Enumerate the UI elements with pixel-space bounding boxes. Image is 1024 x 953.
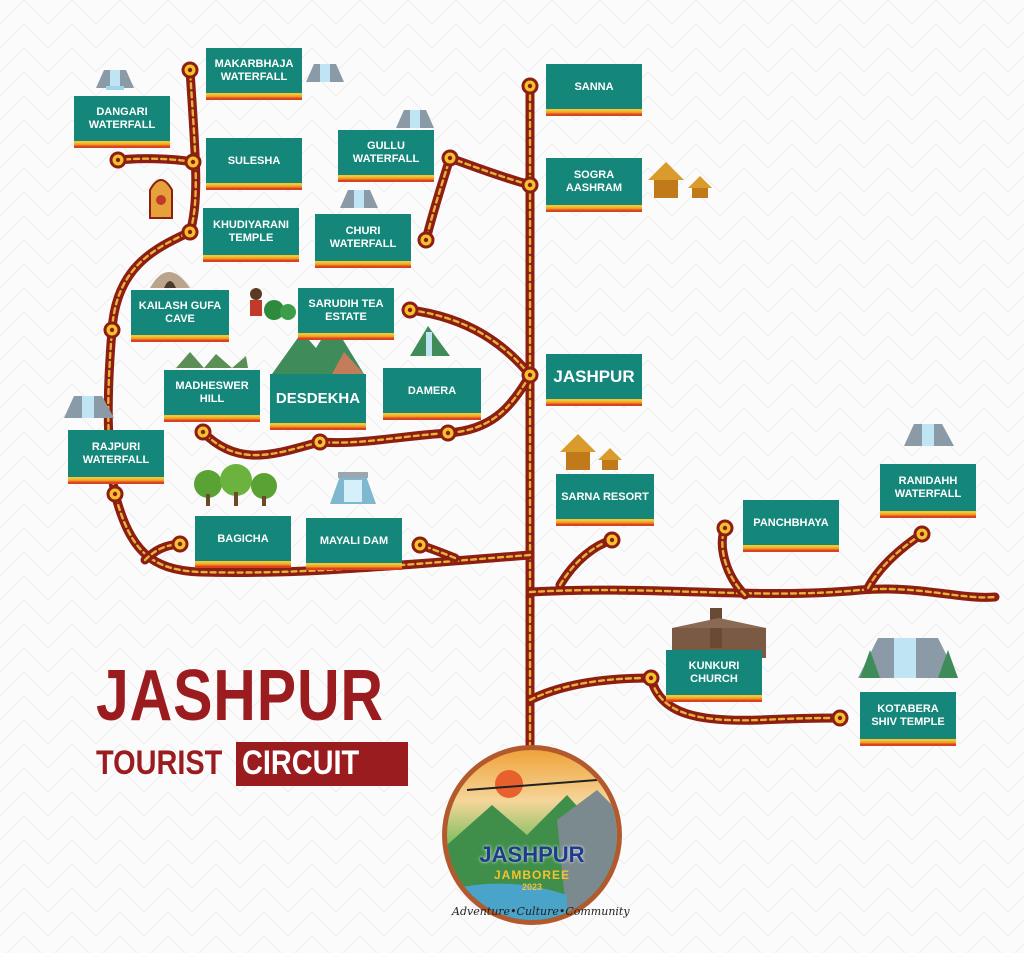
- route-nodes: [103, 61, 931, 727]
- map-title: JASHPUR: [96, 656, 384, 736]
- logo-sub: JAMBOREE: [493, 868, 570, 882]
- logo-illustration: [447, 770, 617, 920]
- node-kotabera: [831, 709, 849, 727]
- waterfall-icon: [340, 190, 378, 208]
- node-desdekha: [311, 433, 329, 451]
- label-khudiyarani-temple: KHUDIYARANI TEMPLE: [203, 208, 299, 262]
- label-desdekha: DESDEKHA: [270, 374, 366, 430]
- trees-icon: [194, 464, 277, 506]
- node-sarna: [603, 531, 621, 549]
- label-makarbhaja-waterfall: MAKARBHAJA WATERFALL: [206, 48, 302, 100]
- node-sanna: [521, 77, 539, 95]
- node-damera: [439, 424, 457, 442]
- label-sanna: SANNA: [546, 64, 642, 116]
- label-jashpur: JASHPUR: [546, 354, 642, 406]
- node-sarudih: [401, 301, 419, 319]
- label-kunkuri-church: KUNKURI CHURCH: [666, 650, 762, 702]
- hut-icon: [560, 434, 622, 470]
- node-kailash: [103, 321, 121, 339]
- map-subtitle-left: TOURIST: [96, 744, 223, 782]
- node-dangari: [109, 151, 127, 169]
- waterfall-icon: [64, 396, 114, 418]
- dam-icon: [330, 472, 376, 504]
- label-dangari-waterfall: DANGARI WATERFALL: [74, 96, 170, 148]
- map-subtitle-right: CIRCUIT: [242, 744, 360, 782]
- label-rajpuri-waterfall: RAJPURI WATERFALL: [68, 430, 164, 484]
- node-ranidahh: [913, 525, 931, 543]
- waterfall-icon: [904, 424, 954, 446]
- node-bagicha: [171, 535, 189, 553]
- label-madheswer-hill: MADHESWER HILL: [164, 370, 260, 422]
- node-jashpur: [521, 366, 539, 384]
- node-churi: [417, 231, 435, 249]
- label-churi-waterfall: CHURI WATERFALL: [315, 214, 411, 268]
- node-khudiyarani: [181, 223, 199, 241]
- node-madheswer: [194, 423, 212, 441]
- node-rajpuri: [106, 485, 124, 503]
- logo-year: 2023: [521, 882, 543, 892]
- label-sarudih-tea-estate: SARUDIH TEA ESTATE: [298, 288, 394, 340]
- node-kunkuri: [642, 669, 660, 687]
- node-mayali: [411, 536, 429, 554]
- hut-icon: [648, 162, 712, 198]
- waterfall-icon: [306, 64, 344, 82]
- node-sogra: [521, 176, 539, 194]
- label-bagicha: BAGICHA: [195, 516, 291, 568]
- label-mayali-dam: MAYALI DAM: [306, 518, 402, 570]
- node-gullu: [441, 149, 459, 167]
- temple-icon: [149, 179, 173, 219]
- tea-picker-icon: [250, 288, 296, 320]
- hills-icon: [176, 352, 248, 368]
- label-panchbhaya: PANCHBHAYA: [743, 500, 839, 552]
- logo-tagline: Adventure•Culture•Community: [452, 905, 630, 918]
- node-sulesha: [184, 153, 202, 171]
- jamboree-logo: JASHPUR JAMBOREE 2023: [442, 745, 622, 925]
- node-makarbhaja: [181, 61, 199, 79]
- mountain-icon: [272, 322, 364, 374]
- shiv-temple-waterfall-icon: [858, 638, 958, 678]
- waterfall-hill-icon: [410, 326, 450, 356]
- label-sogra-aashram: SOGRA AASHRAM: [546, 158, 642, 212]
- label-kotabera-shiv-temple: KOTABERA SHIV TEMPLE: [860, 692, 956, 746]
- logo-word: JASHPUR: [479, 842, 585, 867]
- cave-icon: [150, 272, 190, 288]
- map-subtitle-box: CIRCUIT: [236, 742, 408, 786]
- label-gullu-waterfall: GULLU WATERFALL: [338, 130, 434, 182]
- label-sulesha: SULESHA: [206, 138, 302, 190]
- label-sarna-resort: SARNA RESORT: [556, 474, 654, 526]
- label-damera: DAMERA: [383, 368, 481, 420]
- waterfall-icon: [96, 70, 134, 90]
- label-kailash-gufa-cave: KAILASH GUFA CAVE: [131, 290, 229, 342]
- node-panchbhaya: [716, 519, 734, 537]
- waterfall-icon: [396, 110, 434, 128]
- label-ranidahh-waterfall: RANIDAHH WATERFALL: [880, 464, 976, 518]
